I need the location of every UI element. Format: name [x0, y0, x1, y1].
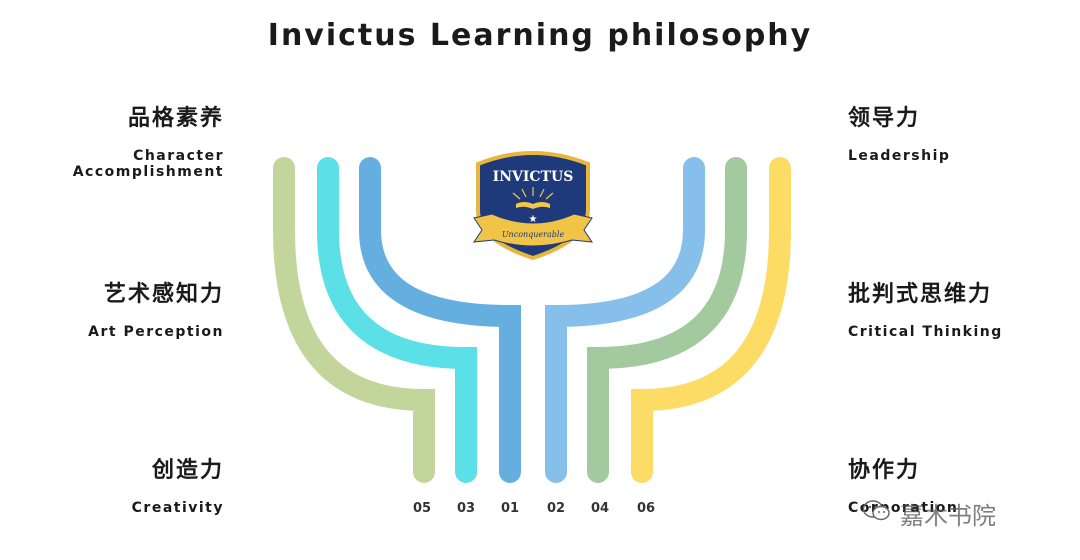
label-critical: 批判式思维力 Critical Thinking: [848, 276, 1003, 340]
label-character-zh: 品格素养: [127, 106, 224, 131]
num-02: 02: [547, 501, 565, 516]
num-03: 03: [457, 501, 475, 516]
label-character-en: Character Accomplishment: [72, 148, 224, 180]
num-05: 05: [413, 501, 431, 516]
page-title: Invictus Learning philosophy: [267, 18, 813, 53]
num-06: 06: [637, 501, 655, 516]
label-critical-zh: 批判式思维力: [848, 282, 993, 307]
label-leadership: 领导力 Leadership: [848, 100, 950, 164]
path-01: [359, 157, 521, 483]
label-art: 艺术感知力 Art Perception: [88, 276, 224, 340]
path-03: [317, 157, 477, 483]
label-leadership-en: Leadership: [848, 148, 951, 164]
label-corporation-zh: 协作力: [848, 458, 921, 483]
svg-text:INVICTUS: INVICTUS: [493, 169, 574, 185]
label-critical-en: Critical Thinking: [848, 324, 1003, 340]
invictus-logo-icon: INVICTUS ★ Unconquerable: [472, 151, 594, 261]
path-04: [587, 157, 747, 483]
label-creativity-en: Creativity: [131, 500, 224, 516]
path-06: [631, 157, 791, 483]
label-creativity: 创造力 Creativity: [132, 452, 224, 516]
label-art-zh: 艺术感知力: [103, 282, 224, 307]
num-01: 01: [501, 501, 519, 516]
label-art-en: Art Perception: [88, 324, 224, 340]
label-leadership-zh: 领导力: [848, 106, 921, 131]
wechat-icon: [862, 500, 890, 521]
label-creativity-zh: 创造力: [151, 458, 224, 483]
path-05: [273, 157, 435, 483]
svg-text:Unconquerable: Unconquerable: [502, 230, 565, 239]
watermark-text: 嘉木书院: [900, 502, 996, 530]
label-character: 品格素养 Character Accomplishment: [0, 100, 224, 180]
svg-text:★: ★: [529, 214, 538, 225]
path-02: [545, 157, 705, 483]
num-04: 04: [591, 501, 609, 516]
